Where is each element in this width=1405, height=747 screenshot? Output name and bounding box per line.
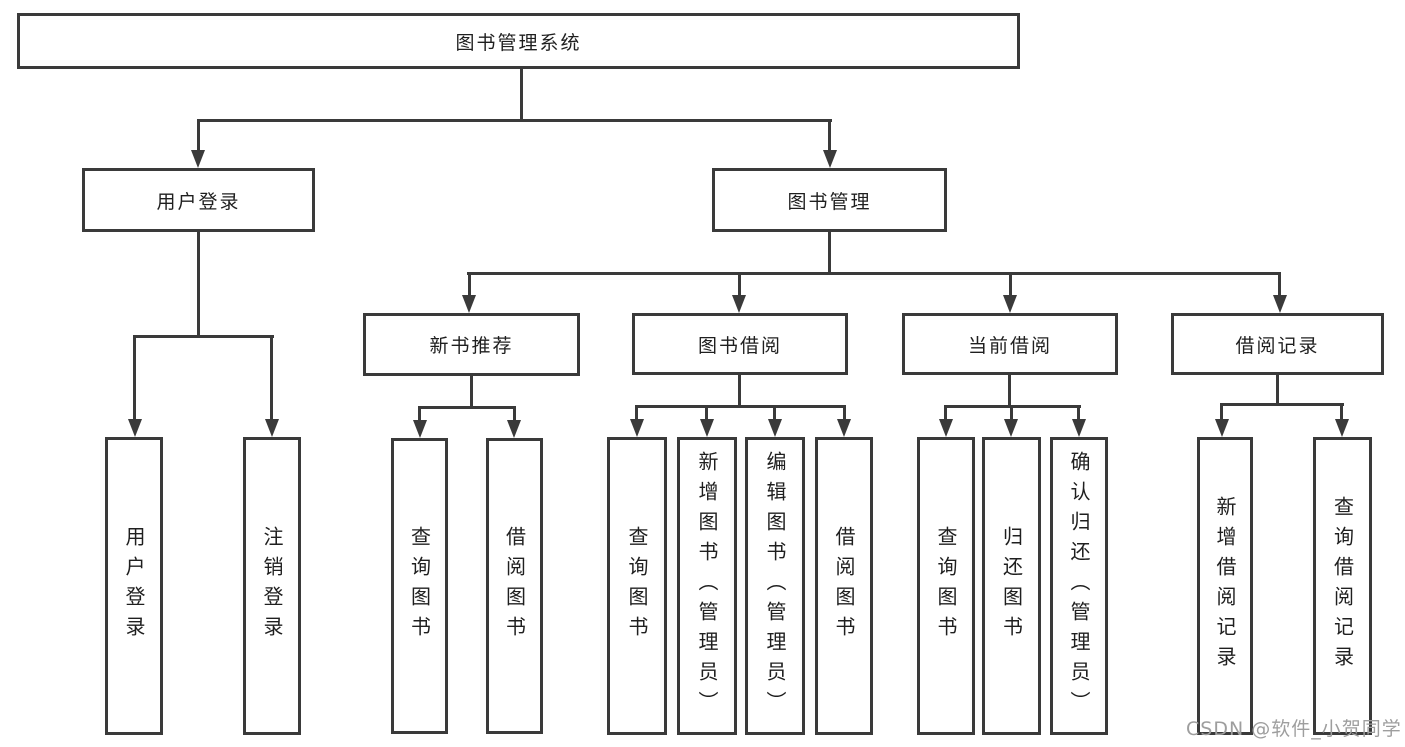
leaf-borrow-add-books-admin: 新增图书（管理员） [677,437,737,735]
arrow-borrow-leaf4 [837,419,851,437]
arrow-recommend-leaf2 [507,420,521,438]
connector-to-recommend-stem [468,272,471,297]
node-current-borrow-label: 当前借阅 [967,334,1052,357]
node-root-label: 图书管理系统 [455,31,582,54]
leaf-current-confirm-return-admin-label: 确认归还（管理员） [1067,451,1091,721]
leaf-records-query-record: 查询借阅记录 [1313,437,1372,735]
connector-user-login-stem [197,232,200,335]
connector-user-login-branch [133,335,274,338]
leaf-user-login-label: 用户登录 [122,526,146,646]
node-borrow-records: 借阅记录 [1171,313,1384,375]
leaf-user-logout-label: 注销登录 [260,526,284,646]
leaf-records-add-record-label: 新增借阅记录 [1213,496,1237,676]
connector-recommend-branch [418,406,516,409]
leaf-borrow-borrow-books: 借阅图书 [815,437,873,735]
connector-records-stem [1276,375,1279,403]
leaf-user-login: 用户登录 [105,437,163,735]
node-root-system: 图书管理系统 [17,13,1020,69]
leaf-borrow-edit-books-admin: 编辑图书（管理员） [745,437,805,735]
connector-current-leaf3-stem [1077,405,1080,421]
arrow-to-borrow [732,295,746,313]
node-book-borrow: 图书借阅 [632,313,848,375]
node-user-login: 用户登录 [82,168,315,232]
node-new-book-recommend: 新书推荐 [363,313,580,376]
connector-current-stem [1008,375,1011,405]
arrow-to-book-mgmt [823,150,837,168]
connector-root-branch [197,119,832,122]
connector-to-records-stem [1278,272,1281,297]
arrow-to-current [1003,295,1017,313]
arrow-current-leaf2 [1004,419,1018,437]
leaf-user-logout: 注销登录 [243,437,301,735]
leaf-current-confirm-return-admin: 确认归还（管理员） [1050,437,1108,735]
connector-borrow-leaf1-stem [635,405,638,421]
connector-records-leaf2-stem [1340,403,1343,421]
node-current-borrow: 当前借阅 [902,313,1118,375]
node-new-book-recommend-label: 新书推荐 [429,335,514,357]
connector-to-login-leaf-stem [133,335,136,421]
arrow-borrow-leaf3 [768,419,782,437]
connector-borrow-stem [738,375,741,405]
leaf-current-return-books-label: 归还图书 [999,526,1024,646]
arrow-records-leaf2 [1335,419,1349,437]
arrow-to-records [1273,295,1287,313]
leaf-records-query-record-label: 查询借阅记录 [1330,496,1355,676]
arrow-current-leaf1 [939,419,953,437]
arrow-current-leaf3 [1072,419,1086,437]
connector-records-branch [1220,403,1344,406]
leaf-recommend-query-books: 查询图书 [391,438,448,734]
leaf-current-query-books-label: 查询图书 [934,526,958,646]
connector-current-leaf1-stem [944,405,947,421]
leaf-borrow-query-books: 查询图书 [607,437,667,735]
node-book-management: 图书管理 [712,168,947,232]
connector-recommend-stem [470,376,473,406]
leaf-borrow-borrow-books-label: 借阅图书 [832,526,856,646]
arrow-borrow-leaf2 [700,419,714,437]
connector-to-current-stem [1009,272,1012,297]
leaf-records-add-record: 新增借阅记录 [1197,437,1253,735]
arrow-to-recommend [462,295,476,313]
connector-borrow-branch [635,405,846,408]
arrow-to-logout-leaf [265,419,279,437]
connector-to-logout-leaf-stem [270,335,273,421]
connector-borrow-leaf2-stem [705,405,708,421]
arrow-to-login-leaf [128,419,142,437]
node-user-login-label: 用户登录 [156,190,241,213]
connector-book-mgmt-stem [828,232,831,272]
connector-to-borrow-stem [738,272,741,297]
leaf-current-query-books: 查询图书 [917,437,975,735]
leaf-borrow-add-books-admin-label: 新增图书（管理员） [695,451,719,721]
connector-root-stem [520,67,523,119]
connector-to-book-mgmt-stem [828,119,831,152]
node-book-management-label: 图书管理 [787,190,872,213]
leaf-borrow-edit-books-admin-label: 编辑图书（管理员） [763,451,787,721]
node-borrow-records-label: 借阅记录 [1235,334,1320,357]
leaf-recommend-borrow-books-label: 借阅图书 [502,526,527,646]
connector-borrow-leaf3-stem [773,405,776,421]
connector-to-user-login-stem [197,119,200,152]
connector-recommend-leaf2-stem [513,406,516,422]
csdn-watermark: CSDN @软件_小贺同学 [1186,718,1402,740]
arrow-to-user-login [191,150,205,168]
connector-current-leaf2-stem [1010,405,1013,421]
arrow-borrow-leaf1 [630,419,644,437]
leaf-borrow-query-books-label: 查询图书 [625,526,649,646]
connector-book-mgmt-branch [467,272,1281,275]
arrow-records-leaf1 [1215,419,1229,437]
connector-records-leaf1-stem [1220,403,1223,421]
leaf-current-return-books: 归还图书 [982,437,1041,735]
connector-recommend-leaf1-stem [418,406,421,422]
leaf-recommend-borrow-books: 借阅图书 [486,438,543,734]
connector-borrow-leaf4-stem [843,405,846,421]
leaf-recommend-query-books-label: 查询图书 [407,526,432,646]
arrow-recommend-leaf1 [413,420,427,438]
node-book-borrow-label: 图书借阅 [697,334,782,357]
